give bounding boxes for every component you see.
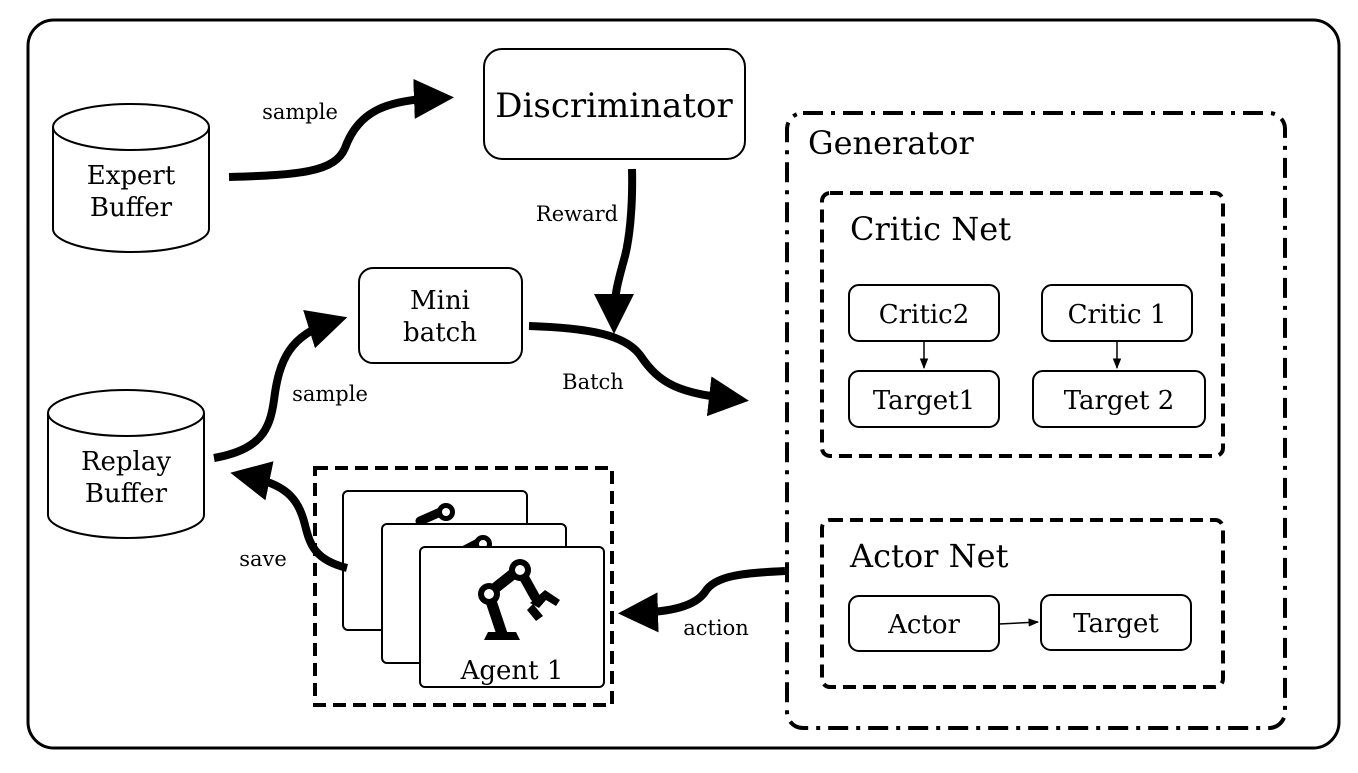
- replay-buffer-cylinder: Replay Buffer: [47, 389, 205, 539]
- arrow-agents-save-to-replay: [230, 461, 349, 572]
- replay-buffer-label-line2: Buffer: [85, 479, 168, 509]
- expert-buffer-cylinder: Expert Buffer: [52, 103, 210, 253]
- edge-label-action: action: [683, 616, 749, 640]
- mini-batch-label-line1: Mini: [410, 286, 470, 316]
- edge-label-reward: Reward: [536, 202, 618, 226]
- discriminator-box: Discriminator: [483, 48, 746, 160]
- critic1-label: Critic 1: [1068, 300, 1167, 330]
- arrow-discriminator-reward: [594, 168, 637, 334]
- arrow-generator-action-to-agents: [618, 567, 786, 633]
- actor-label: Actor: [887, 610, 960, 640]
- agent-card-front: [419, 546, 605, 688]
- critic-net-label: Critic Net: [850, 210, 1011, 248]
- actor-net-label: Actor Net: [849, 537, 1009, 575]
- mini-batch-box: Mini batch: [358, 267, 523, 364]
- target2-box: Target 2: [1032, 370, 1206, 428]
- target1-box: Target1: [848, 370, 1000, 428]
- edge-label-sample-top: sample: [262, 100, 338, 124]
- actor-box: Actor: [848, 595, 1000, 652]
- target2-label: Target 2: [1064, 386, 1175, 416]
- actor-net-container: [820, 518, 1225, 689]
- discriminator-label: Discriminator: [495, 86, 733, 126]
- robot-arm-icon-back: [415, 503, 455, 526]
- target1-label: Target1: [873, 386, 975, 416]
- edge-label-sample-bottom: sample: [292, 382, 368, 406]
- actor-target-box: Target: [1040, 594, 1192, 651]
- mini-batch-label-line2: batch: [403, 318, 477, 348]
- arrow-minibatch-to-generator: [528, 322, 749, 417]
- arrow-replay-to-minibatch: [213, 310, 348, 462]
- expert-buffer-label-line2: Buffer: [90, 193, 173, 223]
- arrow-actor-to-target: [998, 618, 1040, 627]
- generator-container: [785, 111, 1287, 730]
- agent-label: Agent 1: [460, 656, 564, 686]
- arrow-expert-to-discriminator: [228, 78, 454, 181]
- edge-label-batch: Batch: [562, 370, 624, 394]
- agents-container: [313, 466, 614, 707]
- edge-label-save: save: [239, 547, 287, 571]
- critic1-box: Critic 1: [1041, 284, 1193, 342]
- robot-arm-icon: [478, 559, 560, 640]
- replay-buffer-label-line1: Replay: [81, 447, 171, 477]
- expert-buffer-label-line1: Expert: [87, 161, 176, 191]
- critic2-box: Critic2: [848, 284, 1000, 342]
- actor-target-label: Target: [1073, 609, 1159, 639]
- generator-label: Generator: [808, 124, 975, 162]
- critic2-label: Critic2: [879, 300, 970, 330]
- critic-net-container: [820, 191, 1225, 458]
